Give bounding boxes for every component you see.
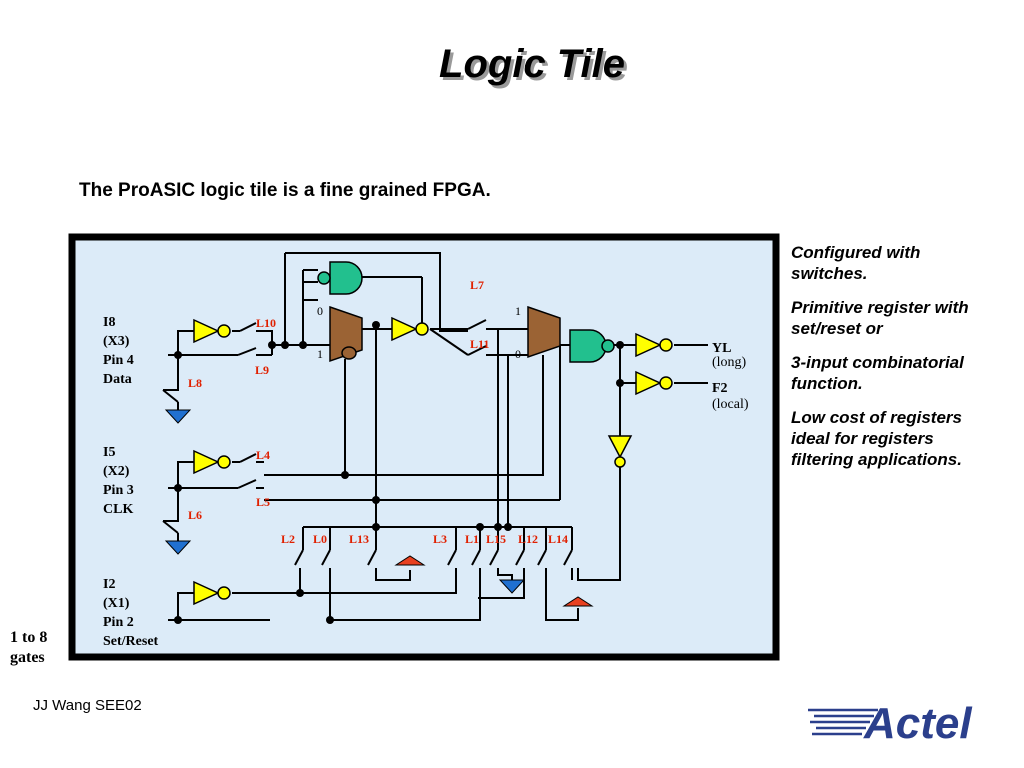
output-yl-name: YL [712, 341, 731, 356]
note-configured: Configured with switches. [791, 243, 921, 283]
wiring [162, 252, 708, 621]
subtitle: The ProASIC logic tile is a fine grained… [79, 180, 491, 201]
actel-logo-text: Actel [863, 699, 972, 748]
notes: Configured with switches. Primitive regi… [791, 242, 991, 483]
input-i8-line1: I8 [103, 315, 115, 330]
gates-note-line1: 1 to 8 [10, 629, 48, 646]
actel-logo: Actel [808, 699, 972, 748]
input-i2-line2: (X1) [103, 596, 130, 611]
switch-label-l6: L6 [188, 508, 202, 522]
input-i5-line1: I5 [103, 445, 115, 460]
switch-label-l5: L5 [256, 495, 270, 509]
input-i8-line2: (X3) [103, 334, 130, 349]
input-i5-line2: (X2) [103, 464, 130, 479]
note-primitive-register: Primitive register with set/reset or [791, 298, 969, 338]
input-i5-line3: Pin 3 [103, 483, 134, 498]
buffer-icon [193, 449, 231, 475]
input-i2-line1: I2 [103, 577, 115, 592]
ground-icon [498, 579, 526, 594]
input-i5-line4: CLK [103, 502, 133, 517]
mux1-input-0: 0 [317, 304, 323, 318]
switch-label-l13: L13 [349, 532, 369, 546]
gates-note: 1 to 8 gates [10, 628, 47, 668]
buffer-icon [635, 370, 673, 396]
switch-label-l1: L1 [465, 532, 479, 546]
mux2-input-1: 1 [515, 304, 521, 318]
buffer-icon [607, 435, 633, 468]
buffer-icon [391, 316, 429, 342]
input-i2-line3: Pin 2 [103, 615, 134, 630]
and-gate-icon [569, 329, 615, 363]
output-f2-desc: (local) [712, 397, 749, 412]
mux2-input-0: 0 [515, 347, 521, 361]
switch-label-l3: L3 [433, 532, 447, 546]
switch-label-l11: L11 [470, 337, 489, 351]
gates-note-line2: gates [10, 649, 45, 666]
input-i8-line3: Pin 4 [103, 353, 134, 368]
tile-frame [68, 233, 780, 661]
switch-label-l14: L14 [548, 532, 568, 546]
switch-label-l4: L4 [256, 448, 270, 462]
input-i8-line4: Data [103, 372, 132, 387]
switch-label-l2: L2 [281, 532, 295, 546]
mux-icon [329, 305, 363, 363]
buffer-icon [193, 318, 231, 344]
junction-dots [174, 321, 624, 624]
output-f2-name: F2 [712, 381, 728, 396]
vcc-icon [394, 555, 426, 566]
footer-author: JJ Wang SEE02 [33, 697, 142, 714]
vcc-icon [562, 596, 594, 607]
and-gate-icon [317, 261, 363, 295]
buffer-icon [193, 580, 231, 606]
switch-label-l10: L10 [256, 316, 276, 330]
buffer-icon [635, 332, 673, 358]
switch-label-l15: L15 [486, 532, 506, 546]
switch-label-l8: L8 [188, 376, 202, 390]
note-low-cost: Low cost of registers ideal for register… [791, 408, 962, 469]
page-title: Logic Tile [439, 42, 625, 86]
switch-label-l0: L0 [313, 532, 327, 546]
switch-label-l7: L7 [470, 278, 484, 292]
output-yl-desc: (long) [712, 355, 747, 370]
mux1-input-1: 1 [317, 347, 323, 361]
ground-icon [164, 409, 192, 424]
mux-icon [527, 305, 561, 359]
note-combinatorial: 3-input combinatorial function. [791, 353, 964, 393]
ground-icon [164, 540, 192, 555]
switch-label-l12: L12 [518, 532, 538, 546]
input-i2-line4: Set/Reset [103, 634, 159, 649]
switch-label-l9: L9 [255, 363, 269, 377]
